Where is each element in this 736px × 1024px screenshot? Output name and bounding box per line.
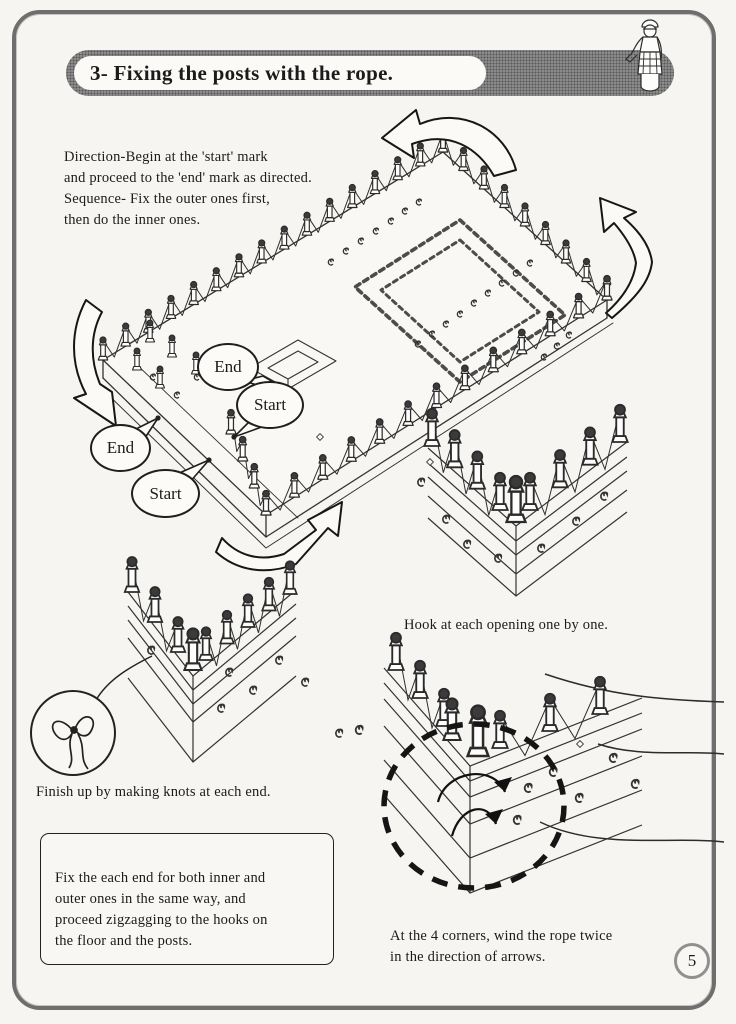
page-border xyxy=(12,10,716,1010)
page-number: 5 xyxy=(687,951,697,970)
caption-hook: Hook at each opening one by one. xyxy=(404,617,609,633)
direction-arrow-bottom xyxy=(215,501,343,572)
title-band: 3- Fixing the posts with the rope. xyxy=(66,50,674,96)
section-title: 3- Fixing the posts with the rope. xyxy=(90,60,394,85)
corner-knot-diagram xyxy=(30,556,344,776)
inner-slot-rows xyxy=(353,218,567,384)
wind-arrows xyxy=(436,773,512,837)
direction-note: Direction-Begin at the 'start' mark and … xyxy=(64,149,312,229)
page-number-badge: 5 xyxy=(674,943,710,979)
direction-arrow-top xyxy=(381,109,517,177)
corner-highlight-ellipse xyxy=(381,721,567,891)
note-box-text: Fix the each end for both inner and oute… xyxy=(55,870,268,950)
note-box: Fix the each end for both inner and oute… xyxy=(40,833,334,966)
bubble-end-top: End xyxy=(197,343,259,391)
direction-arrow-right xyxy=(599,197,653,319)
bubble-start-top: Start xyxy=(236,381,304,429)
direction-arrow-left xyxy=(73,299,117,427)
stair-footprint xyxy=(249,339,337,390)
craftsman-figure-icon xyxy=(625,19,663,92)
direction-arrows xyxy=(73,109,653,572)
knot-magnifier xyxy=(30,655,153,776)
section-title-pill: 3- Fixing the posts with the rope. xyxy=(74,56,486,90)
caption-knots: Finish up by making knots at each end. xyxy=(36,784,271,800)
caption-corners: At the 4 corners, wind the rope twice in… xyxy=(390,928,613,966)
loose-ropes xyxy=(539,673,725,843)
corner-hook-diagram xyxy=(417,403,629,597)
bubble-end-left: End xyxy=(90,424,151,472)
bubble-start-bottom: Start xyxy=(131,469,200,518)
knot-bow xyxy=(51,716,95,770)
corner-wind-diagram xyxy=(354,631,725,894)
